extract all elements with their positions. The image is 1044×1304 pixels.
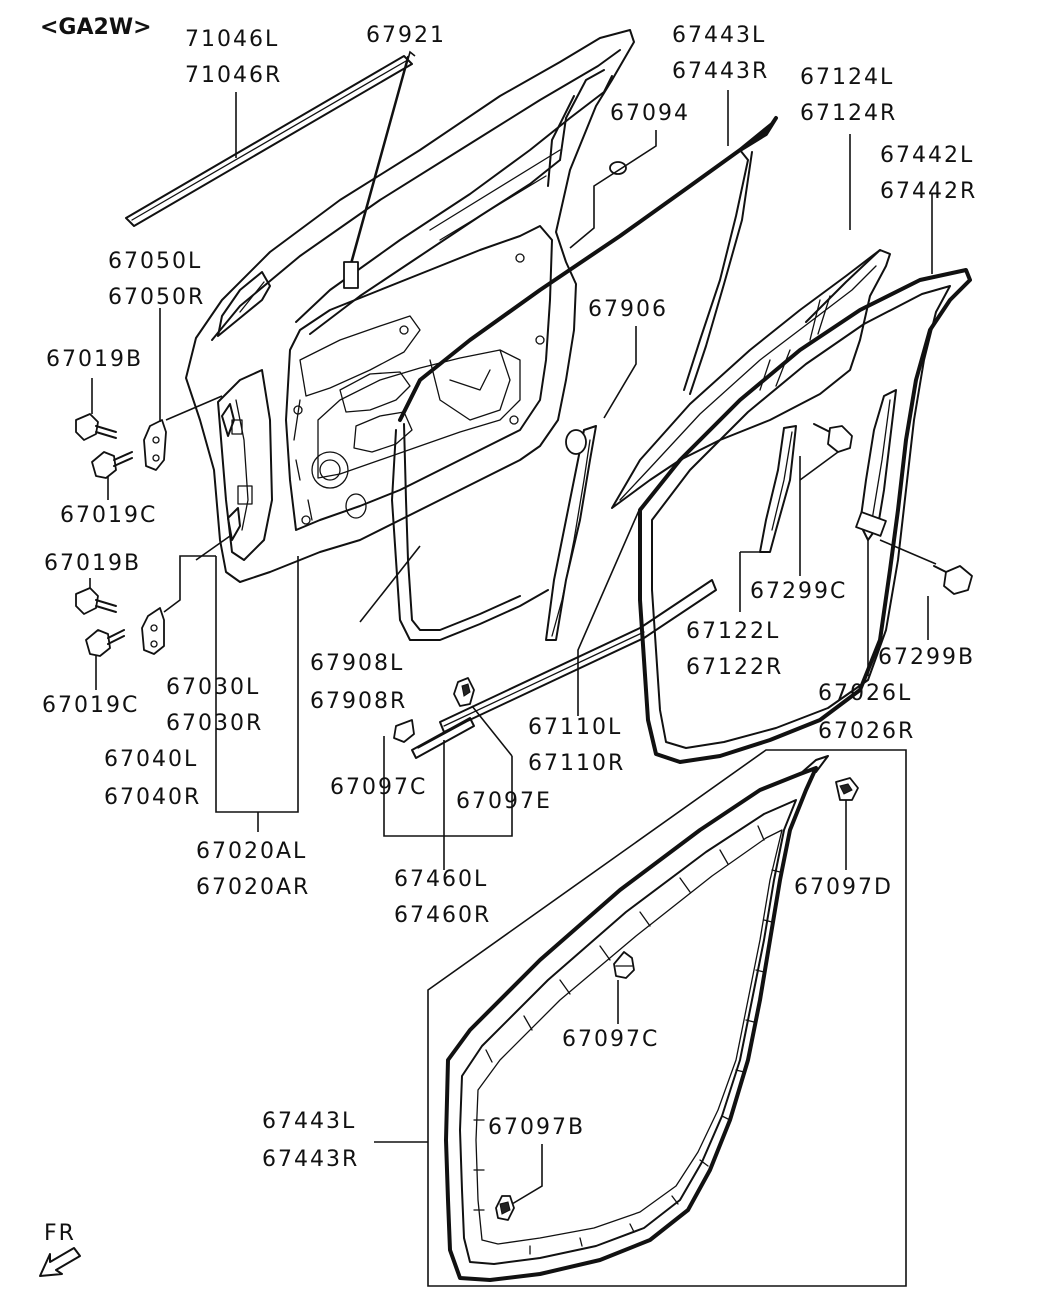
label-67460L[interactable]: 67460L xyxy=(394,867,488,892)
label-67020AR[interactable]: 67020AR xyxy=(196,875,310,900)
label-67097C-lower[interactable]: 67097C xyxy=(562,1027,659,1052)
door-shell-panel xyxy=(185,29,635,832)
upper-hinge-group xyxy=(75,308,223,500)
glass-run-channel-67442 xyxy=(638,194,972,764)
bolt-67019B-upper xyxy=(75,378,117,441)
label-67299C[interactable]: 67299C xyxy=(750,579,847,604)
label-67906[interactable]: 67906 xyxy=(588,297,668,322)
label-67443R-top[interactable]: 67443R xyxy=(672,59,769,84)
label-67299B[interactable]: 67299B xyxy=(878,645,975,670)
bolt-67019B-lower xyxy=(75,578,117,615)
label-67019B-lower[interactable]: 67019B xyxy=(44,551,141,576)
label-67110L[interactable]: 67110L xyxy=(528,715,622,740)
sash-67122 xyxy=(739,425,797,612)
rear-channel-67026 xyxy=(855,389,937,676)
clip-67097B xyxy=(495,1144,543,1221)
label-67460R[interactable]: 67460R xyxy=(394,903,491,928)
label-71046L[interactable]: 71046L xyxy=(185,27,279,52)
screw-67299C xyxy=(799,423,853,576)
label-67030R[interactable]: 67030R xyxy=(166,711,263,736)
label-71046R[interactable]: 71046R xyxy=(185,63,282,88)
label-67019B-upper[interactable]: 67019B xyxy=(46,347,143,372)
diagram-title: <GA2W> xyxy=(40,15,152,40)
inner-seal-67908 xyxy=(359,545,421,623)
label-67443L-top[interactable]: 67443L xyxy=(672,23,766,48)
bolt-67019C-lower xyxy=(85,629,125,690)
label-67050L[interactable]: 67050L xyxy=(108,249,202,274)
clip-67097E xyxy=(453,677,513,757)
door-opening-weatherstrip-upper xyxy=(391,90,778,641)
belt-molding-67460 xyxy=(383,717,513,870)
lower-detail-frame xyxy=(374,749,907,1287)
label-67019C-upper[interactable]: 67019C xyxy=(60,503,157,528)
hinge-bracket-upper xyxy=(143,419,167,471)
label-67097C-upper[interactable]: 67097C xyxy=(330,775,427,800)
label-67443L-bottom[interactable]: 67443L xyxy=(262,1109,356,1134)
door-weatherstrip-lower xyxy=(444,755,829,1282)
clip-67097C-upper xyxy=(393,719,415,743)
label-67040L[interactable]: 67040L xyxy=(104,747,198,772)
label-67122L[interactable]: 67122L xyxy=(686,619,780,644)
front-arrow-icon xyxy=(39,1247,81,1277)
label-67124R[interactable]: 67124R xyxy=(800,101,897,126)
label-67097B[interactable]: 67097B xyxy=(488,1115,585,1140)
lower-hinge-group xyxy=(75,555,216,690)
label-67097D[interactable]: 67097D xyxy=(794,875,893,900)
label-67443R-bottom[interactable]: 67443R xyxy=(262,1147,359,1172)
label-67040R[interactable]: 67040R xyxy=(104,785,201,810)
label-67921[interactable]: 67921 xyxy=(366,23,446,48)
diagram-labels: <GA2W> 71046L 71046R 67921 67443L 67443R… xyxy=(40,15,977,1246)
label-67442R[interactable]: 67442R xyxy=(880,179,977,204)
belt-molding-strip xyxy=(125,55,413,227)
label-67020AL[interactable]: 67020AL xyxy=(196,839,307,864)
belt-weatherstrip-67110 xyxy=(439,507,717,733)
label-67442L[interactable]: 67442L xyxy=(880,143,974,168)
bolt-67019C-upper xyxy=(91,451,133,500)
front-direction-label: FR xyxy=(44,1221,76,1246)
label-67124L[interactable]: 67124L xyxy=(800,65,894,90)
label-67908R[interactable]: 67908R xyxy=(310,689,407,714)
label-67019C-lower[interactable]: 67019C xyxy=(42,693,139,718)
label-67097E[interactable]: 67097E xyxy=(456,789,552,814)
label-67026R[interactable]: 67026R xyxy=(818,719,915,744)
clip-67097C-lower xyxy=(613,951,635,1024)
clip-67921 xyxy=(343,261,359,289)
run-channel-67906 xyxy=(545,326,637,641)
label-67908L[interactable]: 67908L xyxy=(310,651,404,676)
label-67094[interactable]: 67094 xyxy=(610,101,690,126)
label-67050R[interactable]: 67050R xyxy=(108,285,205,310)
label-67110R[interactable]: 67110R xyxy=(528,751,625,776)
label-67030L[interactable]: 67030L xyxy=(166,675,260,700)
clip-67097D xyxy=(835,777,859,870)
door-glass-67124 xyxy=(611,134,891,509)
plug-67094 xyxy=(569,130,657,249)
label-67122R[interactable]: 67122R xyxy=(686,655,783,680)
bolt-67299B xyxy=(927,565,973,640)
label-67026L[interactable]: 67026L xyxy=(818,681,912,706)
